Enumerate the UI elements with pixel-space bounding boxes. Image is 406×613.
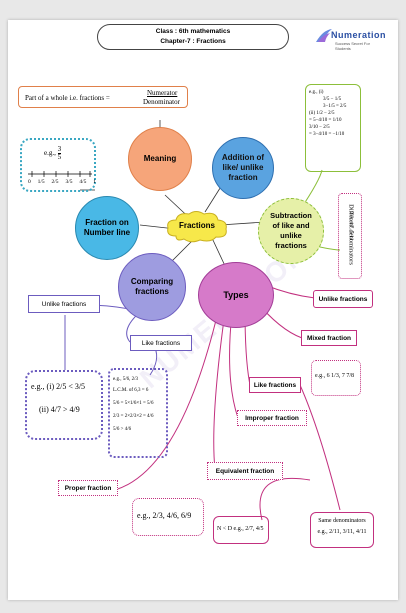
- logo: Numeration Success Secret For Students: [315, 26, 387, 51]
- meaning-node[interactable]: Meaning: [128, 127, 192, 191]
- addition-example-line: 3−1/5 = 2/5: [323, 104, 347, 109]
- addition-example-line: 3/5 − 1/5: [323, 97, 342, 102]
- meaning-numerator: Numerator: [147, 89, 178, 97]
- types-unlike-fractions-box[interactable]: Unlike fractions: [313, 290, 373, 308]
- same-denominators-example: e.g., 2/11, 3/11, 4/11: [317, 529, 367, 535]
- comparing-unlike-fractions-box[interactable]: Unlike fractions: [28, 295, 100, 313]
- comparing-like-line: 5/6 = 5×1/6×1 = 5/6: [113, 401, 154, 406]
- comparing-like-line: 5/6 > 4/6: [113, 427, 132, 432]
- addition-node[interactable]: Addition of like/ unlike fraction: [212, 137, 274, 199]
- equivalent-fraction-box[interactable]: Equivalent fraction: [207, 462, 283, 480]
- proper-fraction-box[interactable]: Proper fraction: [58, 480, 118, 496]
- logo-tagline: Success Secret For Students: [335, 41, 370, 51]
- addition-example-line: = 5−4/10 = 1/10: [309, 118, 342, 123]
- header-class: Class : 6th mathematics: [155, 28, 231, 35]
- header-chapter: Chapter-7 : Fractions: [160, 38, 226, 45]
- addition-example-line: 3/10 − 2/5: [309, 125, 330, 130]
- types-node[interactable]: Types: [198, 262, 274, 328]
- logo-name: Numeration: [331, 30, 387, 40]
- meaning-definition-box: Part of a whole i.e. fractions = Numerat…: [18, 86, 188, 108]
- comparing-like-line: L.C.M. of 6,3 = 6: [113, 388, 149, 393]
- mixed-fraction-box[interactable]: Mixed fraction: [301, 330, 357, 346]
- cloud-shape: [167, 211, 227, 243]
- comparing-unlike-eg1: e.g., (i) 2/5 < 3/5: [31, 382, 86, 391]
- logo-wing-icon: [316, 29, 332, 42]
- comparing-like-fractions-box[interactable]: Like fractions: [130, 335, 192, 351]
- comparing-unlike-eg2: (ii) 4/7 > 4/9: [39, 405, 80, 414]
- different-denominators-example: 2/3, 4/7, 5/11: [348, 211, 354, 241]
- equivalent-fraction-example: e.g., 2/3, 4/6, 6/9: [132, 498, 204, 536]
- addition-example-card: e.g., (i) 3/5 − 1/5 3−1/5 = 2/5 (ii) 1/2…: [305, 84, 361, 172]
- addition-example-line: = 3−4/10 = −1/10: [309, 132, 345, 137]
- improper-fraction-box[interactable]: Improper fraction: [237, 410, 307, 426]
- different-denominators-box: Different denominators 2/3, 4/7, 5/11: [338, 193, 362, 279]
- addition-example-line: e.g., (i): [309, 90, 324, 95]
- center-label: Fractions: [178, 221, 215, 230]
- mixed-fraction-example: e.g., 6 1/3, 7 7/8: [311, 360, 361, 396]
- fractions-center-node[interactable]: Fractions: [164, 210, 230, 244]
- header-title-box: Class : 6th mathematics Chapter-7 : Frac…: [97, 24, 289, 50]
- subtraction-node[interactable]: Subtraction of like and unlike fractions: [258, 198, 324, 264]
- number-line-node[interactable]: Fraction on Number line: [75, 196, 139, 260]
- comparing-like-line: 2/3 = 2×2/3×2 = 4/6: [113, 414, 154, 419]
- improper-fraction-example: N < D e.g., 2/7, 4/5: [213, 516, 269, 544]
- like-fractions-box[interactable]: Like fractions: [249, 377, 301, 393]
- same-denominators-label: Same denominators: [318, 518, 366, 524]
- number-line-axis: [28, 171, 92, 177]
- comparing-like-line: e.g., 5/6, 2/3: [113, 377, 138, 382]
- comparing-node[interactable]: Comparing fractions: [118, 253, 186, 321]
- comparing-like-example: e.g., 5/6, 2/3 L.C.M. of 6,3 = 6 5/6 = 5…: [108, 368, 168, 458]
- same-denominators-box: Same denominators e.g., 2/11, 3/11, 4/11: [310, 512, 374, 548]
- meaning-denominator: Denominator: [143, 98, 180, 106]
- addition-example-line: (ii) 1/2 − 2/5: [309, 111, 335, 116]
- comparing-unlike-example: e.g., (i) 2/5 < 3/5 (ii) 4/7 > 4/9: [25, 370, 103, 440]
- meaning-definition-text: Part of a whole i.e. fractions =: [25, 94, 110, 102]
- number-line-eg: e.g., 3 5: [44, 145, 62, 161]
